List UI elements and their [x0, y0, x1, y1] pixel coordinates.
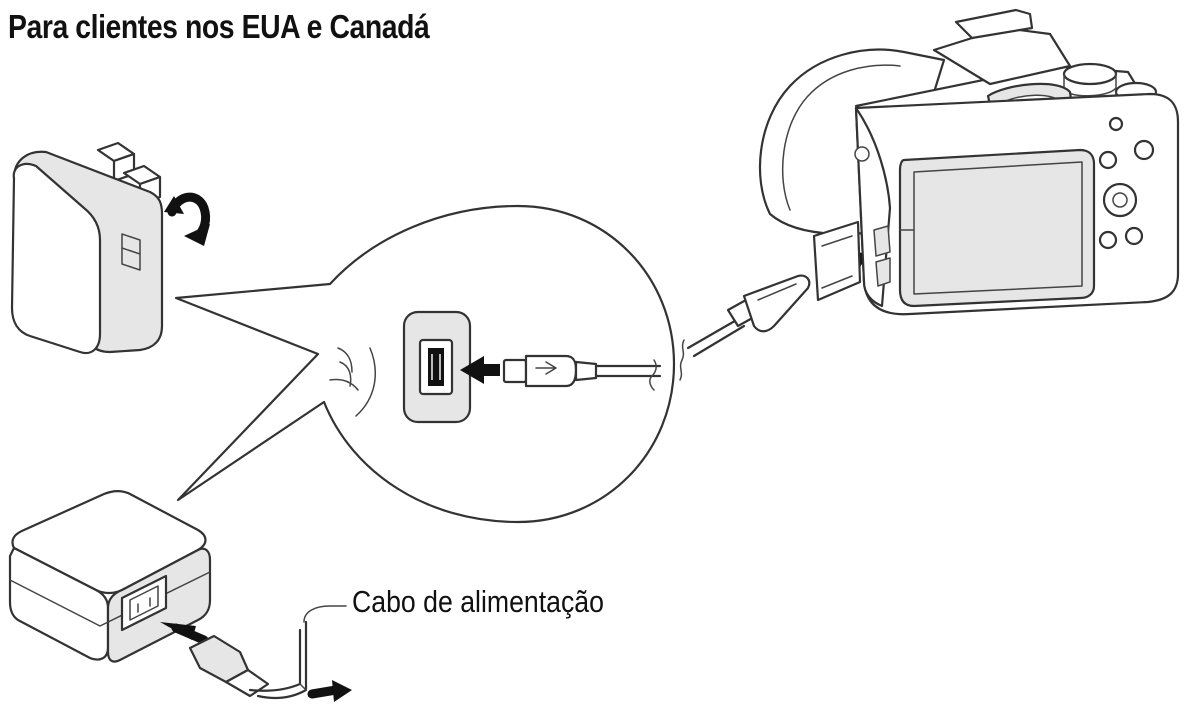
- ac-adapter-bottom: [8, 489, 212, 663]
- zoom-callout: [174, 204, 676, 524]
- camera: [758, 8, 1180, 316]
- curved-arrow-icon: [164, 192, 211, 246]
- arrow-icon: [160, 622, 209, 645]
- ac-adapter-top: [10, 141, 164, 355]
- usb-plug: [502, 354, 662, 391]
- usb-cable: [679, 274, 811, 381]
- power-cord-label: Cabo de alimentação: [352, 584, 604, 619]
- page-title: Para clientes nos EUA e Canadá: [8, 8, 430, 45]
- arrow-left-icon: [460, 356, 500, 384]
- arrow-right-icon: [307, 680, 352, 702]
- power-cord: [188, 605, 347, 700]
